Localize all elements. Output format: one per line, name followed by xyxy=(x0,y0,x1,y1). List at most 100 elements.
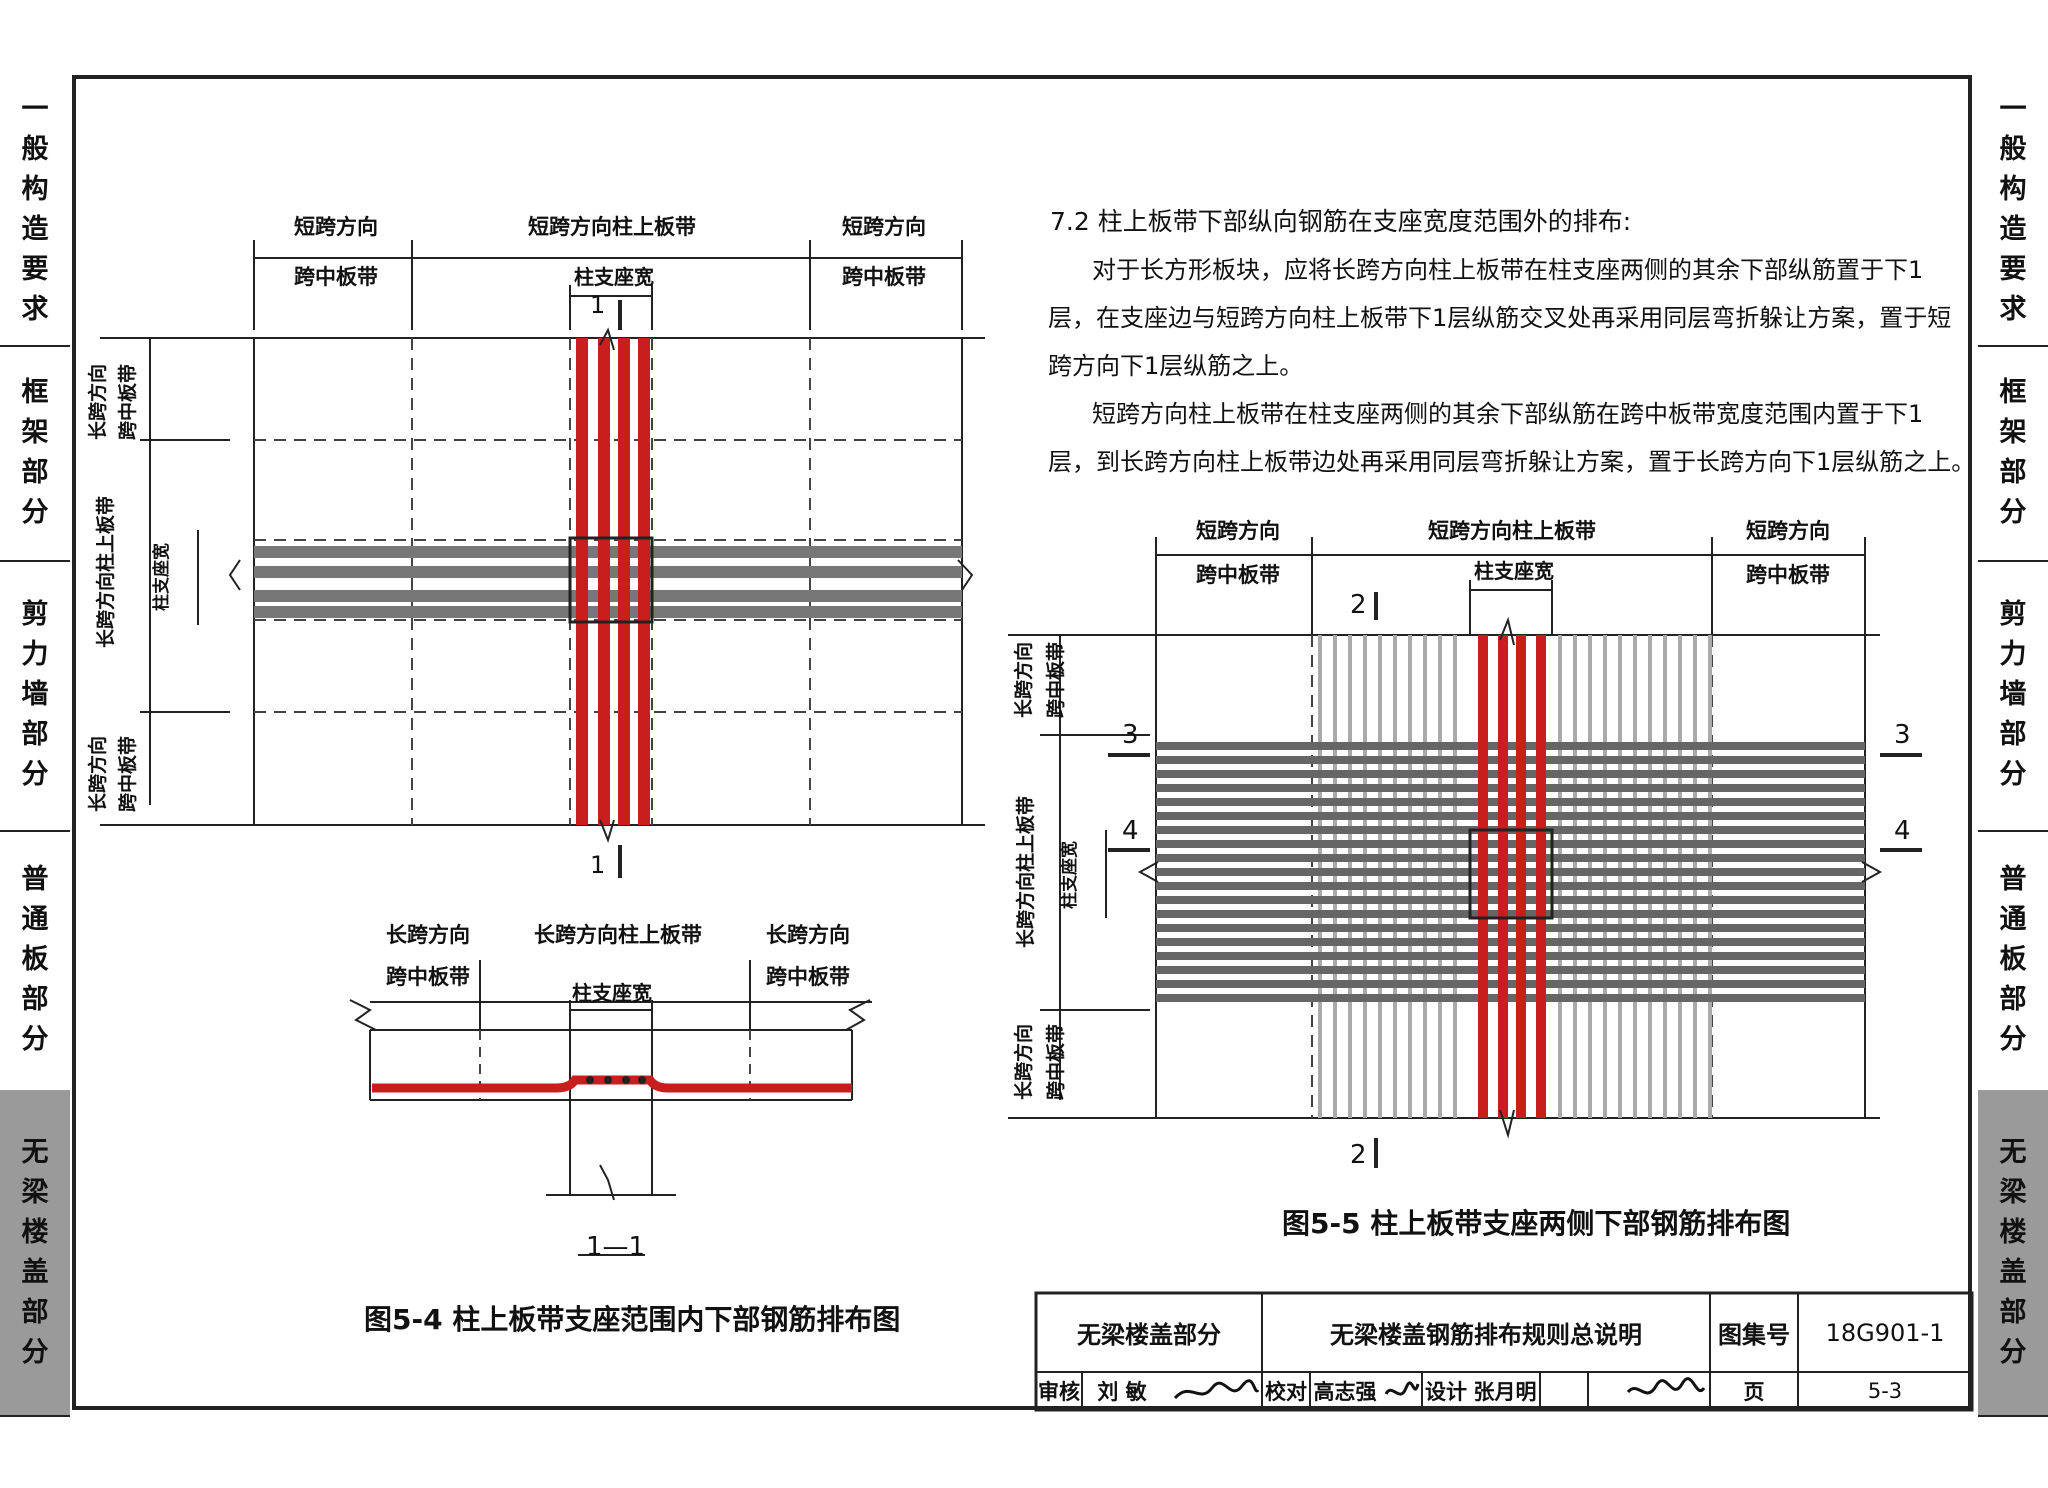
tb-checker: 高志强 xyxy=(1313,1380,1377,1404)
vertical-rebar xyxy=(1633,635,1637,1118)
tb-designer: 张月明 xyxy=(1473,1380,1537,1404)
side-tab[interactable]: 剪力墙部分 xyxy=(1978,560,2048,832)
side-tab-char: 无 xyxy=(1999,1136,2027,1168)
vertical-rebar xyxy=(1708,635,1712,1118)
side-tab[interactable]: 普通板部分 xyxy=(0,830,70,1092)
side-tab-char: 造 xyxy=(21,214,49,245)
fig55-label: 长跨方向 xyxy=(1013,1023,1036,1101)
para1-line: 层，在支座边与短跨方向柱上板带下1层纵筋交叉处再采用同层弯折躲让方案，置于短 xyxy=(1048,304,1952,332)
vertical-rebar xyxy=(1453,635,1457,1118)
vertical-rebar xyxy=(1588,635,1592,1118)
horizontal-rebar xyxy=(1156,798,1865,806)
fig55-mark: 2 xyxy=(1350,1140,1367,1170)
fig55-mark: 3 xyxy=(1122,720,1139,750)
fig55-label: 长跨方向 xyxy=(1013,641,1036,719)
side-tab-char: 分 xyxy=(1999,759,2027,790)
vertical-rebar xyxy=(1693,635,1697,1118)
vertical-rebar xyxy=(1318,635,1322,1118)
side-tab-char: 要 xyxy=(1999,254,2027,285)
side-tab-char: 求 xyxy=(1999,294,2027,325)
horizontal-rebar xyxy=(1156,980,1865,988)
vertical-rebar xyxy=(1663,635,1667,1118)
side-tab[interactable]: 剪力墙部分 xyxy=(0,560,70,832)
fig54-label: 短跨方向 xyxy=(842,215,926,239)
side-tab-char: 一 xyxy=(21,94,49,125)
side-tab-char: 楼 xyxy=(1999,1216,2027,1248)
fig55-label: 短跨方向柱上板带 xyxy=(1428,519,1596,543)
side-tab-char: 无 xyxy=(21,1136,49,1168)
side-tab-char: 力 xyxy=(21,639,49,670)
section-label: 长跨方向柱上板带 xyxy=(534,923,702,947)
fig55-label: 短跨方向 xyxy=(1746,519,1830,543)
fig55-label: 跨中板带 xyxy=(1045,1023,1068,1101)
fig54-label: 长跨方向柱上板带 xyxy=(95,495,118,649)
side-tab-char: 部 xyxy=(21,1296,49,1328)
tb-design-label: 设计 xyxy=(1425,1380,1467,1404)
vertical-rebar xyxy=(1378,635,1382,1118)
side-tab-char: 框 xyxy=(21,376,49,408)
tb-title: 无梁楼盖钢筋排布规则总说明 xyxy=(1330,1321,1642,1349)
vertical-rebar xyxy=(1648,635,1652,1118)
fig55-label: 长跨方向柱上板带 xyxy=(1015,795,1038,949)
vertical-rebar xyxy=(1438,635,1442,1118)
side-tab-char: 部 xyxy=(21,719,49,750)
right-side-tabs: 一般构造要求框架部分剪力墙部分普通板部分无梁楼盖部分 xyxy=(1978,75,2048,1417)
side-tab-char: 分 xyxy=(1999,1336,2027,1368)
vertical-rebar xyxy=(1423,635,1427,1118)
fig55-mark: 2 xyxy=(1350,590,1367,620)
fig55-label: 跨中板带 xyxy=(1746,563,1830,587)
para2-line: 层，到长跨方向柱上板带边处再采用同层弯折躲让方案，置于长跨方向下1层纵筋之上。 xyxy=(1048,448,1976,476)
fig54-label: 长跨方向 xyxy=(87,735,110,813)
side-tab[interactable]: 一般构造要求 xyxy=(1978,75,2048,347)
side-tab-char: 力 xyxy=(1999,639,2027,670)
section-label: 柱支座宽 xyxy=(572,981,652,1005)
fig54-label: 柱支座宽 xyxy=(152,543,172,611)
side-tab-char: 板 xyxy=(21,944,49,975)
section-label: 长跨方向 xyxy=(766,923,850,947)
tb-page-no: 5-3 xyxy=(1867,1379,1903,1403)
fig54-label: 短跨方向柱上板带 xyxy=(528,215,696,239)
section-title-1-1: 1—1 xyxy=(586,1232,646,1262)
vertical-rebar xyxy=(1678,635,1682,1118)
fig55-label: 柱支座宽 xyxy=(1060,841,1080,909)
vertical-rebar xyxy=(1408,635,1412,1118)
tb-atlas-label: 图集号 xyxy=(1718,1321,1790,1349)
side-tab-char: 部 xyxy=(1999,984,2027,1015)
horizontal-rebar xyxy=(1156,756,1865,764)
side-tab-char: 架 xyxy=(21,416,49,448)
para1-line: 跨方向下1层纵筋之上。 xyxy=(1048,352,1304,380)
side-tab[interactable]: 框架部分 xyxy=(0,345,70,562)
fig54-label: 跨中板带 xyxy=(294,265,378,289)
side-tab[interactable]: 普通板部分 xyxy=(1978,830,2048,1092)
side-tab-char: 墙 xyxy=(21,679,49,710)
tb-review-label: 审核 xyxy=(1038,1380,1080,1404)
side-tab-char: 普 xyxy=(21,864,49,895)
fig-5-5 xyxy=(1008,537,1922,1168)
side-tab-char: 梁 xyxy=(1999,1176,2027,1208)
side-tab-char: 求 xyxy=(21,294,49,325)
horizontal-rebar xyxy=(1156,910,1865,918)
side-tab-char: 架 xyxy=(1999,416,2027,448)
side-tab-char: 盖 xyxy=(21,1256,49,1288)
side-tab-char: 分 xyxy=(21,496,49,528)
fig54-label: 柱支座宽 xyxy=(574,265,654,289)
fig55-label: 跨中板带 xyxy=(1045,641,1068,719)
fig54-label: 跨中板带 xyxy=(117,363,140,441)
horizontal-rebar xyxy=(1156,952,1865,960)
side-tab-char: 造 xyxy=(1999,214,2027,245)
section-para-1: 对于长方形板块，应将长跨方向柱上板带在柱支座两侧的其余下部纵筋置于下1 层，在支… xyxy=(1048,246,1951,390)
vertical-rebar xyxy=(1618,635,1622,1118)
horizontal-rebar xyxy=(1156,994,1865,1002)
side-tab-char: 分 xyxy=(21,1336,49,1368)
side-tab[interactable]: 无梁楼盖部分 xyxy=(1978,1090,2048,1417)
side-tab-char: 般 xyxy=(1999,134,2027,165)
side-tab[interactable]: 无梁楼盖部分 xyxy=(0,1090,70,1417)
side-tab-char: 墙 xyxy=(1999,679,2027,710)
fig54-label: 跨中板带 xyxy=(117,735,140,813)
side-tab[interactable]: 框架部分 xyxy=(1978,345,2048,562)
vertical-rebar xyxy=(1333,635,1337,1118)
vertical-rebar xyxy=(1363,635,1367,1118)
fig55-mark: 3 xyxy=(1894,720,1911,750)
side-tab-char: 通 xyxy=(21,904,49,935)
side-tab[interactable]: 一般构造要求 xyxy=(0,75,70,347)
